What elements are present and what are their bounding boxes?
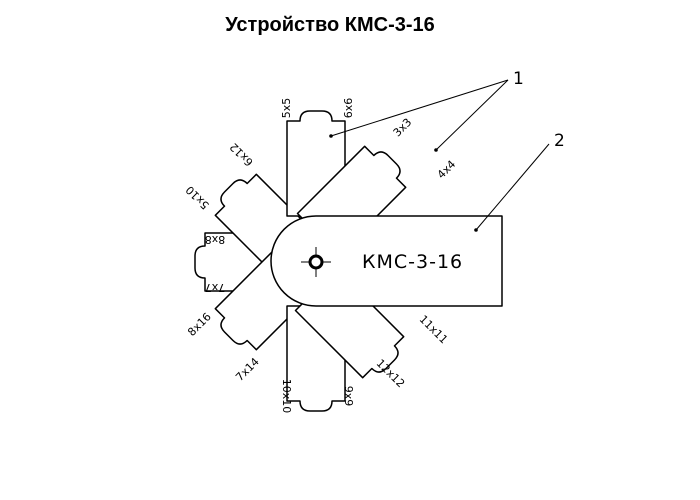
blade-label-5x5: 5x5 [280, 98, 293, 119]
blade-label-6x6: 6x6 [342, 98, 355, 119]
pivot-pin [308, 254, 324, 270]
blade-label-6x12: 6x12 [227, 140, 256, 169]
blade-label-9x9: 9x9 [342, 386, 355, 407]
blade-label-8x8: 8x8 [205, 233, 226, 246]
blade-label-11x11: 11x11 [417, 313, 451, 347]
diagram-title: Устройство КМС-3-16 [225, 14, 435, 36]
blade-left: 8x8 7x7 [194, 232, 301, 294]
blade-label-10x10: 10x10 [280, 379, 293, 414]
blade-label-4x4: 4x4 [435, 158, 459, 182]
callouts: 1 2 [329, 69, 565, 232]
blade-label-8x16: 8x16 [185, 310, 214, 339]
callout-2: 2 [554, 131, 565, 151]
blade-label-7x7: 7x7 [205, 281, 226, 294]
callout-1: 1 [513, 69, 524, 89]
blade-label-3x3: 3x3 [391, 116, 415, 140]
main-body: КМС-3-16 [270, 215, 503, 307]
blade-label-5x10: 5x10 [183, 183, 212, 212]
blade-label-7x14: 7x14 [233, 355, 262, 384]
main-label: КМС-3-16 [362, 251, 463, 273]
